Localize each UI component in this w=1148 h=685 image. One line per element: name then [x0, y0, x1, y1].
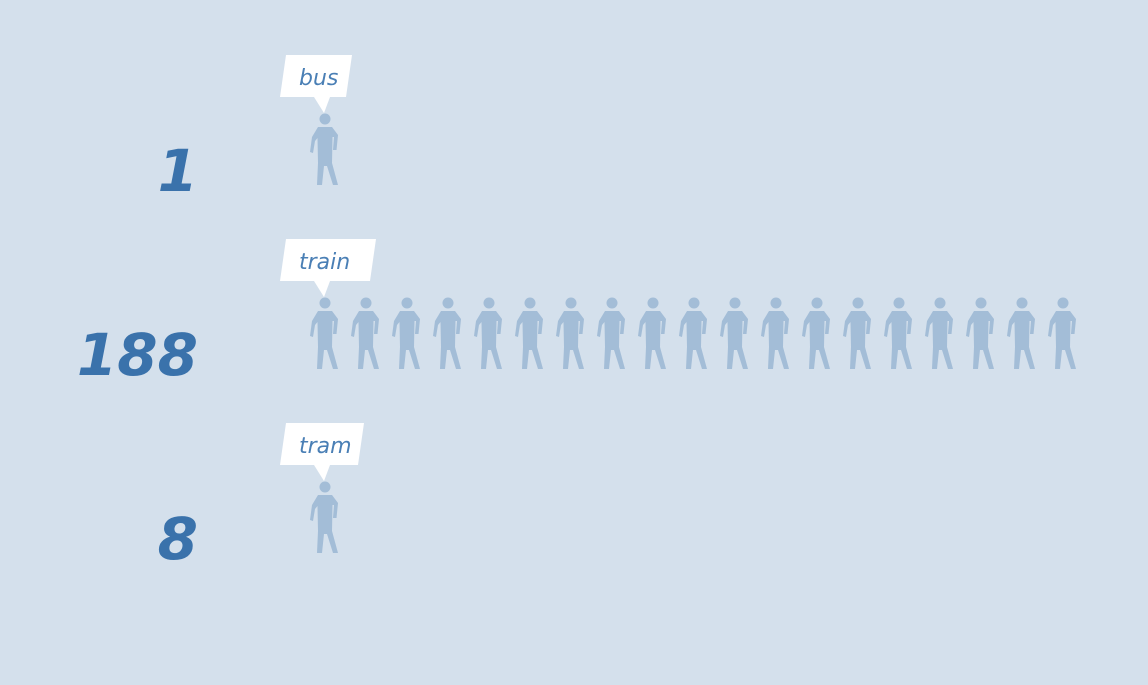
value-label-train: 188	[77, 321, 198, 389]
person-icon	[392, 297, 420, 369]
callout-box-train	[280, 239, 376, 297]
category-label-bus: bus	[299, 66, 338, 91]
value-label-tram: 8	[158, 505, 198, 573]
callout-box-bus	[280, 55, 352, 113]
category-label-train: train	[299, 250, 350, 275]
person-icon	[1007, 297, 1035, 369]
person-icon	[515, 297, 543, 369]
person-icon	[597, 297, 625, 369]
value-label-bus: 1	[158, 137, 198, 205]
person-icon	[761, 297, 789, 369]
person-icon	[310, 297, 338, 369]
row-train: train 188	[77, 239, 1076, 389]
person-icon	[310, 113, 338, 185]
row-bus: bus 1	[158, 55, 352, 205]
person-icon	[679, 297, 707, 369]
person-icon	[720, 297, 748, 369]
person-icon	[1048, 297, 1076, 369]
row-tram: tram 8	[158, 423, 364, 573]
person-icon	[556, 297, 584, 369]
person-icon	[351, 297, 379, 369]
person-icon	[843, 297, 871, 369]
callout-box-tram	[280, 423, 364, 481]
person-icon	[966, 297, 994, 369]
person-icon	[802, 297, 830, 369]
person-icon	[310, 481, 338, 553]
category-label-tram: tram	[299, 434, 352, 459]
person-icon	[884, 297, 912, 369]
person-icon	[433, 297, 461, 369]
person-icon	[925, 297, 953, 369]
person-icon	[474, 297, 502, 369]
person-icon	[638, 297, 666, 369]
